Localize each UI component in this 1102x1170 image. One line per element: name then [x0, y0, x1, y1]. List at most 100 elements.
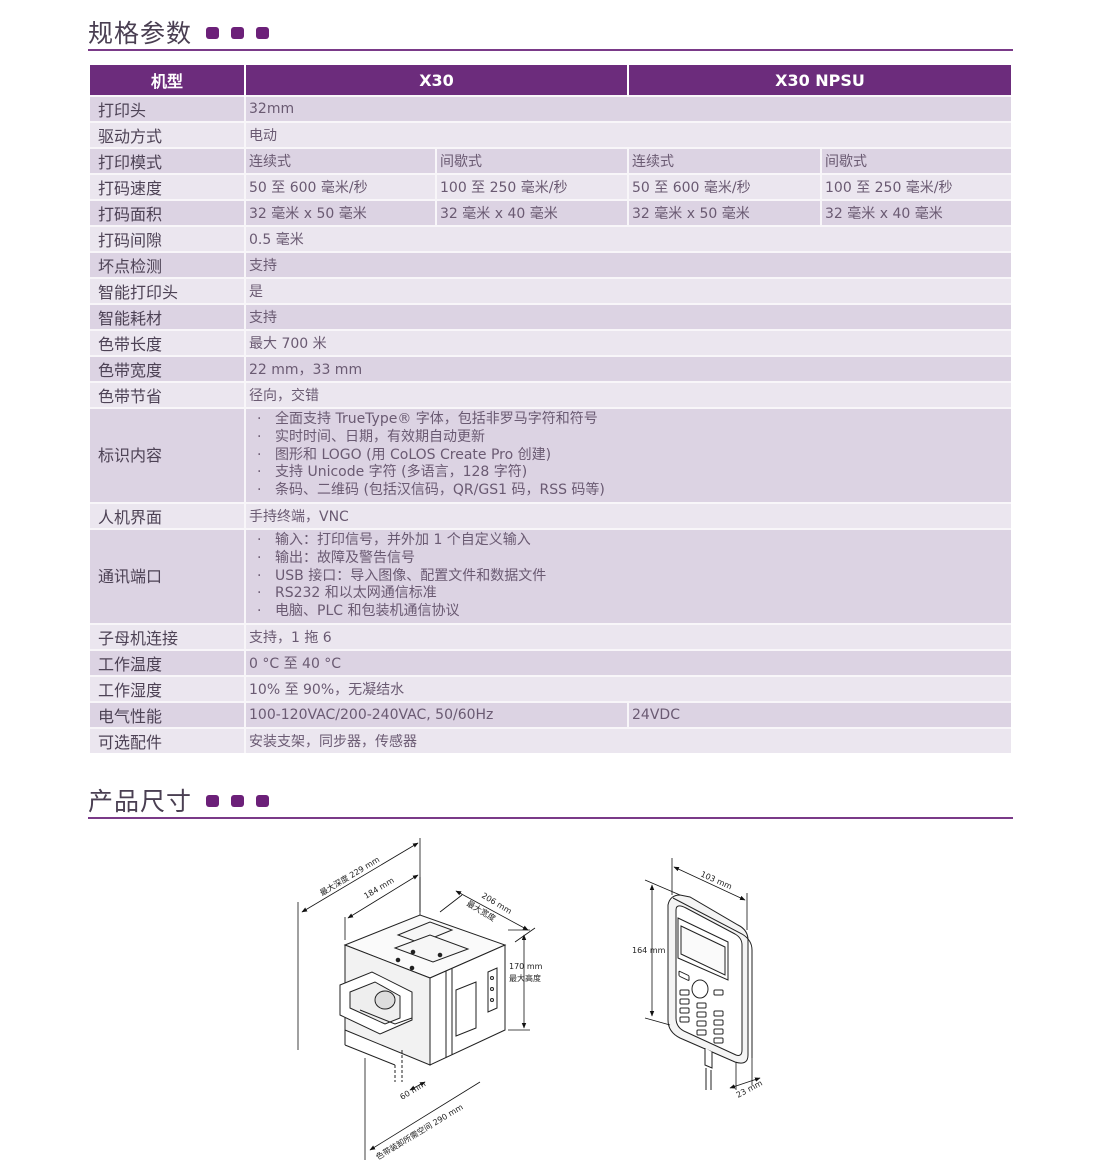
square-bullet-icon	[231, 27, 245, 39]
row-value: 支持	[245, 303, 1012, 330]
row-label: 打印模式	[90, 147, 246, 174]
square-bullet-icon	[256, 795, 270, 807]
row-cell: 连续式	[628, 147, 823, 174]
row-value: 最大 700 米	[245, 329, 1012, 356]
square-bullet-icon	[206, 27, 220, 39]
row-cell: 24VDC	[628, 700, 1012, 728]
bullet-list: 输入：打印信号，并外加 1 个自定义输入 输出：故障及警告信号 USB 接口：导…	[249, 532, 1011, 621]
table-row: 电气性能 100-120VAC/200-240VAC, 50/60Hz 24VD…	[90, 700, 1012, 728]
table-row: 打码间隙 0.5 毫米	[90, 225, 1012, 252]
dimension-drawings: 最大深度 229 mm 184 mm 206 mm 最大宽度 170 mm 最大…	[297, 838, 764, 1162]
dimension-section-title: 产品尺寸	[88, 782, 270, 818]
header-x30: X30	[245, 65, 630, 96]
table-row: 子母机连接 支持，1 拖 6	[90, 622, 1012, 650]
table-row: 智能打印头 是	[90, 277, 1012, 304]
bullet-list: 全面支持 TrueType® 字体，包括非罗马字符和符号 实时时间、日期，有效期…	[249, 411, 1011, 500]
row-list-cell: 全面支持 TrueType® 字体，包括非罗马字符和符号 实时时间、日期，有效期…	[245, 407, 1012, 503]
depth-label: 184 mm	[362, 876, 395, 901]
height-label: 170 mm	[509, 962, 543, 971]
spec-title-divider	[88, 49, 1013, 51]
row-value: 0 °C 至 40 °C	[245, 648, 1012, 676]
table-row: 人机界面 手持终端，VNC	[90, 501, 1012, 529]
table-row: 打印头 32mm	[90, 95, 1012, 122]
square-bullet-icon	[231, 795, 245, 807]
table-row: 坏点检测 支持	[90, 251, 1012, 278]
row-label: 打码间隙	[90, 225, 246, 252]
square-bullet-icon	[256, 27, 270, 39]
list-item: RS232 和以太网通信标准	[253, 585, 1011, 603]
list-item: 图形和 LOGO (用 CoLOS Create Pro 创建)	[253, 447, 1011, 465]
row-value: 手持终端，VNC	[245, 501, 1012, 529]
row-label: 子母机连接	[90, 622, 246, 650]
list-item: 实时时间、日期，有效期自动更新	[253, 429, 1011, 447]
terminal-drawing	[667, 894, 753, 1090]
list-item: 条码、二维码 (包括汉信码，QR/GS1 码，RSS 码等)	[253, 482, 1011, 500]
list-item: 支持 Unicode 字符 (多语言，128 字符)	[253, 464, 1011, 482]
list-item: 全面支持 TrueType® 字体，包括非罗马字符和符号	[253, 411, 1011, 429]
row-label: 打印头	[90, 95, 246, 122]
row-cell: 50 至 600 毫米/秒	[245, 173, 437, 200]
terminal-width-label: 103 mm	[699, 870, 733, 892]
row-label: 色带节省	[90, 381, 246, 408]
table-row: 打码速度 50 至 600 毫米/秒 100 至 250 毫米/秒 50 至 6…	[90, 173, 1012, 200]
row-label: 坏点检测	[90, 251, 246, 278]
row-value: 径向，交错	[245, 381, 1012, 408]
square-bullet-icon	[206, 795, 220, 807]
dimension-title-text: 产品尺寸	[88, 787, 193, 816]
table-row: 色带长度 最大 700 米	[90, 329, 1012, 356]
table-row: 色带节省 径向，交错	[90, 381, 1012, 408]
table-row: 工作湿度 10% 至 90%，无凝结水	[90, 674, 1012, 702]
table-row: 可选配件 安装支架，同步器，传感器	[90, 726, 1012, 753]
dimension-title-divider	[88, 817, 1013, 819]
row-cell: 32 毫米 x 40 毫米	[436, 199, 630, 226]
row-cell: 100 至 250 毫米/秒	[821, 173, 1012, 200]
row-cell: 32 毫米 x 40 毫米	[821, 199, 1012, 226]
row-label: 可选配件	[90, 726, 246, 753]
row-label: 标识内容	[90, 407, 246, 503]
table-row: 工作温度 0 °C 至 40 °C	[90, 648, 1012, 676]
header-x30-npsu: X30 NPSU	[628, 65, 1012, 96]
row-label: 色带宽度	[90, 355, 246, 382]
row-cell: 100-120VAC/200-240VAC, 50/60Hz	[245, 700, 630, 728]
row-cell: 32 毫米 x 50 毫米	[245, 199, 437, 226]
spec-table: 机型 X30 X30 NPSU 打印头 32mm 驱动方式 电动 打印模式 连续…	[90, 65, 1012, 753]
row-label: 通讯端口	[90, 527, 246, 624]
row-value: 安装支架，同步器，传感器	[245, 726, 1012, 753]
printer-drawing	[339, 914, 507, 1082]
row-label: 打码面积	[90, 199, 246, 226]
row-cell: 间歇式	[821, 147, 1012, 174]
row-cell: 50 至 600 毫米/秒	[628, 173, 823, 200]
table-header-row: 机型 X30 X30 NPSU	[90, 65, 1012, 96]
list-item: 输出：故障及警告信号	[253, 550, 1011, 568]
header-model: 机型	[90, 65, 246, 96]
printer-dimension-lines	[297, 838, 536, 1160]
table-row: 打码面积 32 毫米 x 50 毫米 32 毫米 x 40 毫米 32 毫米 x…	[90, 199, 1012, 226]
row-cell: 连续式	[245, 147, 437, 174]
row-value: 32mm	[245, 95, 1012, 122]
row-value: 22 mm，33 mm	[245, 355, 1012, 382]
row-label: 驱动方式	[90, 121, 246, 148]
clearance-label: 60 mm	[398, 1079, 427, 1101]
table-row: 色带宽度 22 mm，33 mm	[90, 355, 1012, 382]
row-label: 工作温度	[90, 648, 246, 676]
table-row: 打印模式 连续式 间歇式 连续式 间歇式	[90, 147, 1012, 174]
row-list-cell: 输入：打印信号，并外加 1 个自定义输入 输出：故障及警告信号 USB 接口：导…	[245, 527, 1012, 624]
height-caption: 最大高度	[509, 973, 541, 983]
table-row: 驱动方式 电动	[90, 121, 1012, 148]
row-label: 智能耗材	[90, 303, 246, 330]
table-row: 通讯端口 输入：打印信号，并外加 1 个自定义输入 输出：故障及警告信号 USB…	[90, 527, 1012, 624]
row-label: 人机界面	[90, 501, 246, 529]
row-label: 打码速度	[90, 173, 246, 200]
row-cell: 32 毫米 x 50 毫米	[628, 199, 823, 226]
ribbon-space-label: 色带装卸所需空间 290 mm	[374, 1102, 465, 1162]
row-label: 智能打印头	[90, 277, 246, 304]
row-label: 色带长度	[90, 329, 246, 356]
title-dots	[206, 795, 270, 807]
list-item: 输入：打印信号，并外加 1 个自定义输入	[253, 532, 1011, 550]
terminal-dimension-lines	[644, 858, 761, 1090]
row-value: 是	[245, 277, 1012, 304]
title-dots	[206, 27, 270, 39]
spec-section-title: 规格参数	[88, 14, 270, 50]
spec-title-text: 规格参数	[88, 19, 193, 48]
list-item: USB 接口：导入图像、配置文件和数据文件	[253, 568, 1011, 586]
